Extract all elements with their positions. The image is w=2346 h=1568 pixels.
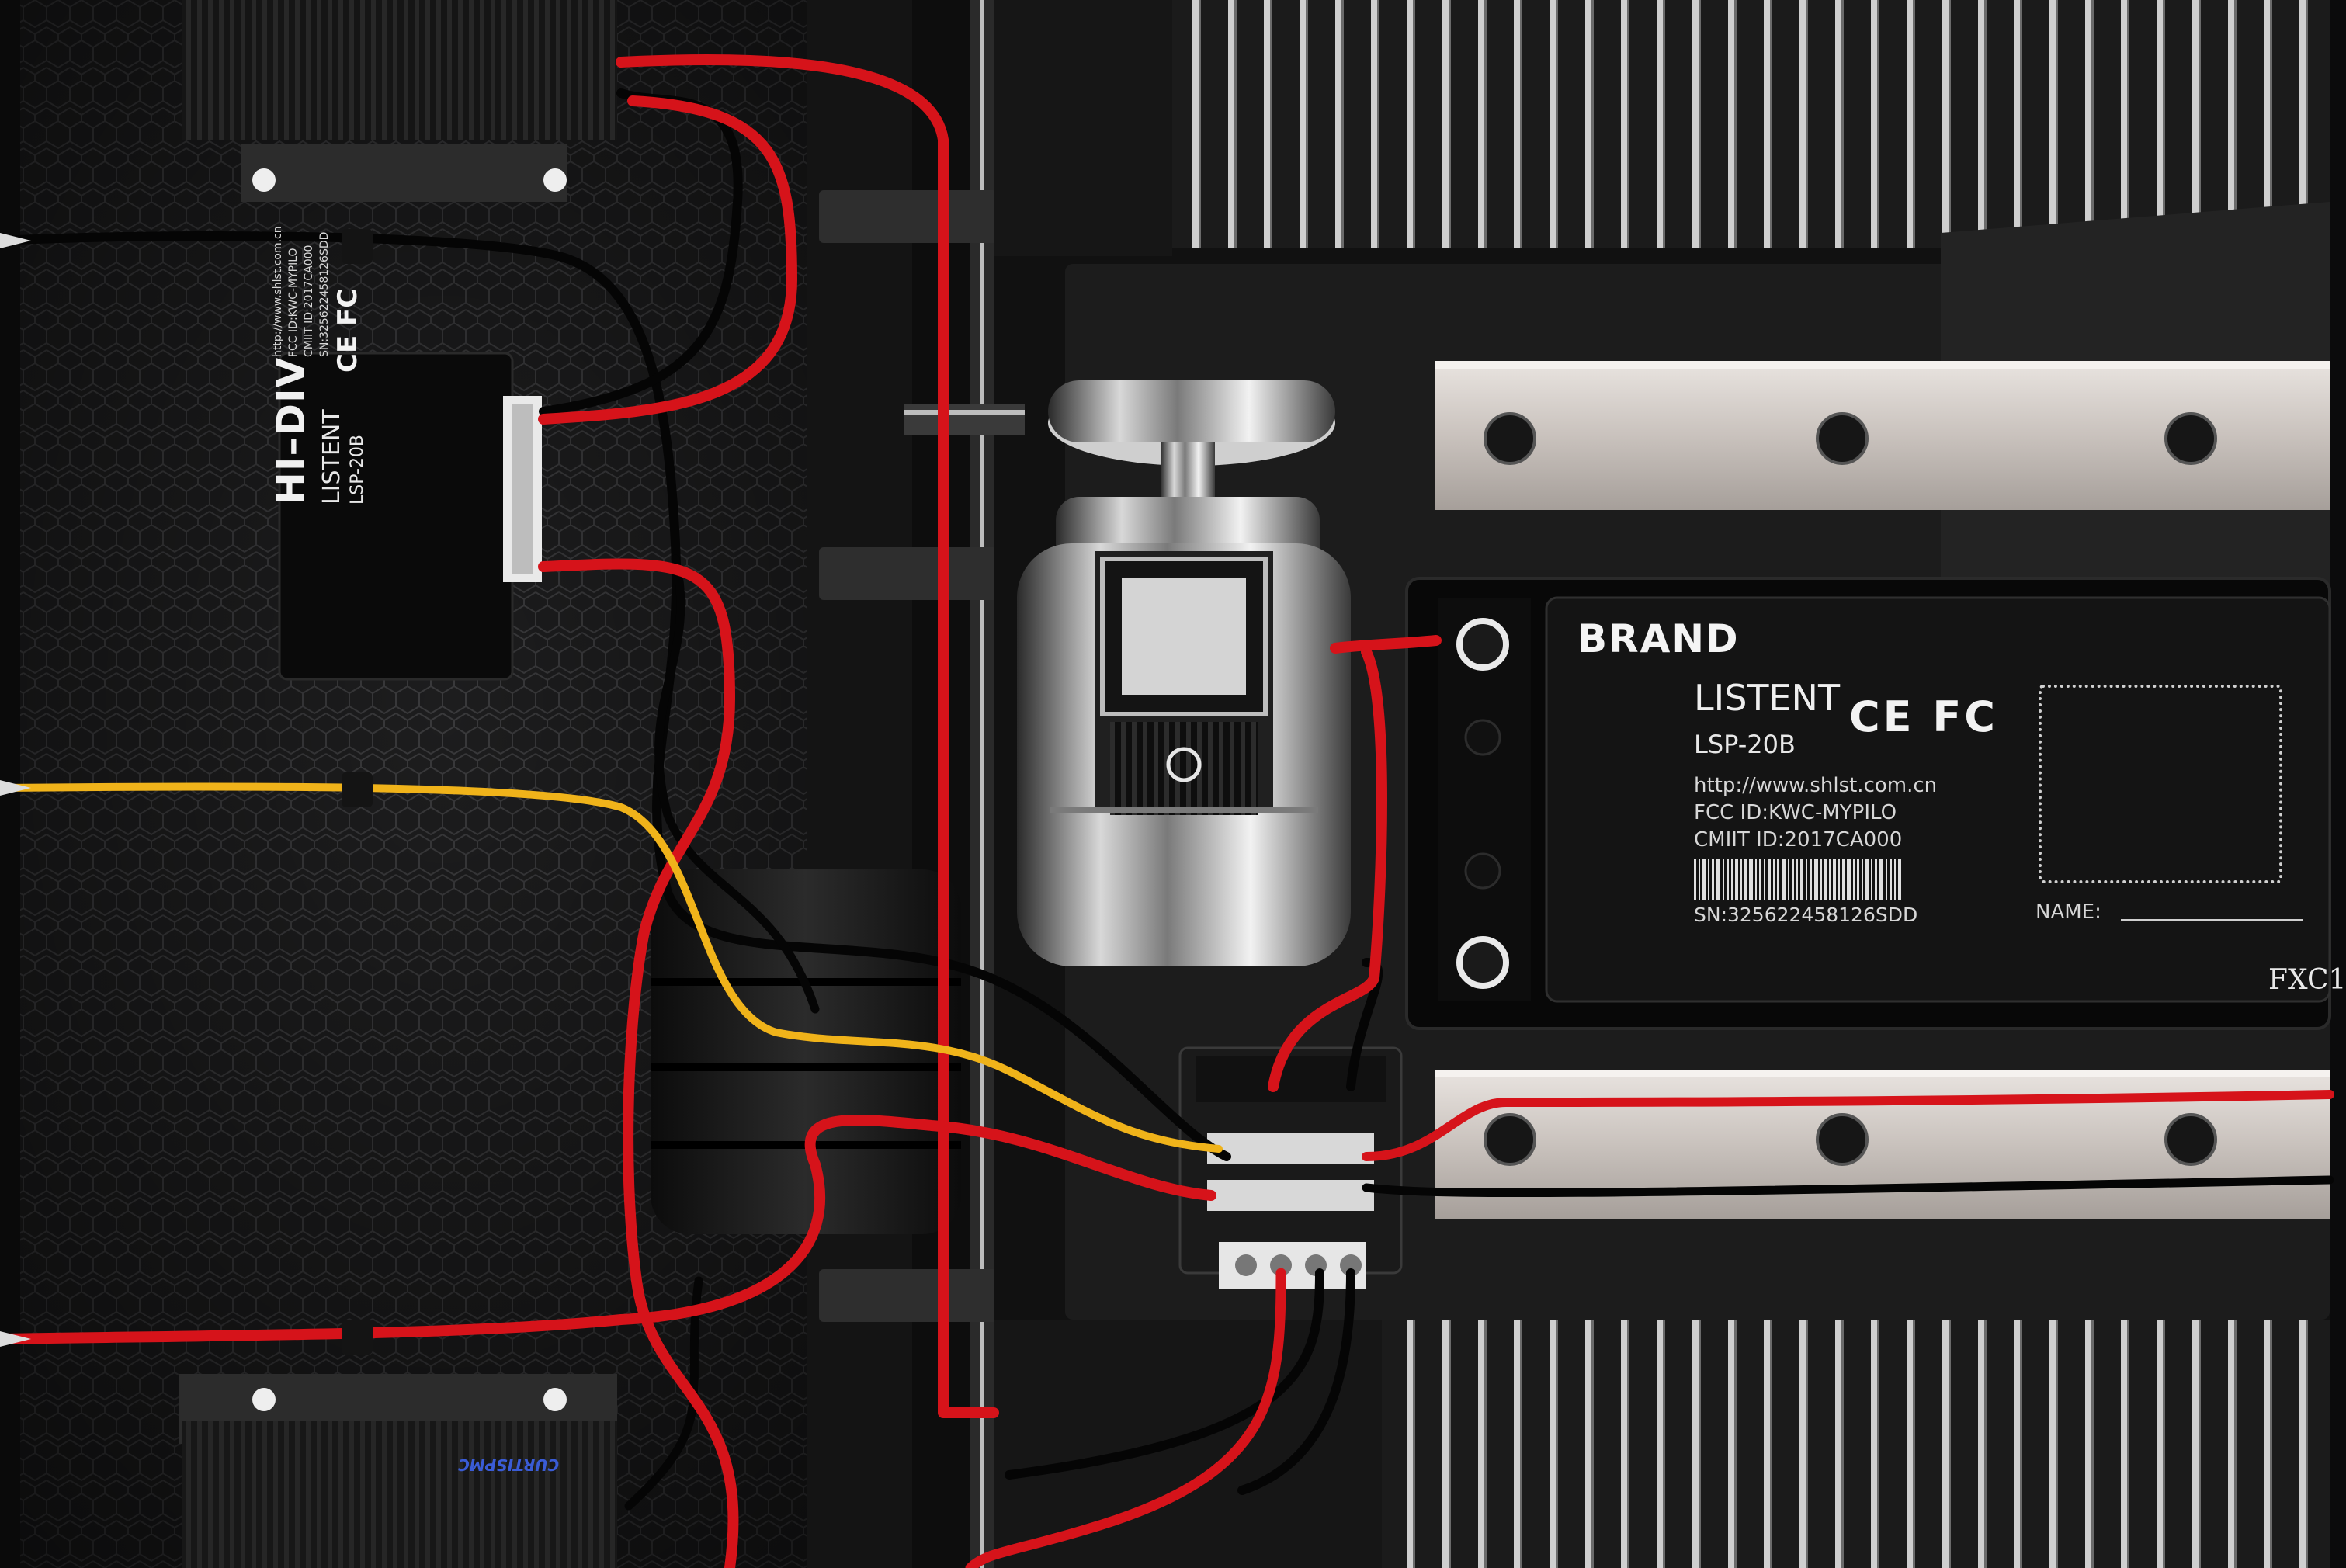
brand-name: BRAND (1577, 616, 1740, 661)
hi-div-label: HI–DIV LISTENT LSP-20B CE FC http://www.… (269, 226, 404, 505)
main-controller-box (1405, 577, 2331, 1030)
top-power-module (182, 0, 617, 202)
certification-marks: CE FC (1849, 692, 1998, 741)
module-submodel: LSP-20B (348, 434, 367, 505)
bottom-heatsink (994, 1320, 2330, 1568)
name-field-label: NAME: (2035, 900, 2101, 924)
label-code: FXC1 (2268, 964, 2346, 996)
bottom-power-module (179, 1374, 617, 1568)
module-url: http://www.shlst.com.cn (272, 226, 284, 357)
terminal-block (1178, 1046, 1403, 1289)
module-serial: SN:325622458126SDD (318, 231, 331, 357)
module-brand: HI–DIV (269, 356, 314, 505)
label-url: http://www.shlst.com.cn (1694, 774, 1938, 797)
module-certification-marks: CE FC (332, 288, 363, 373)
terminal-bottom (1456, 936, 1509, 989)
left-wire-ends (0, 233, 31, 1347)
module-cmiit-id: CMIIT ID:2017CA000 (303, 245, 315, 357)
model-name: LISTENT (1694, 677, 1841, 719)
motor (904, 380, 1351, 966)
controller-brand-label: CURTISPMC (458, 1455, 560, 1474)
module-model: LISTENT (318, 409, 345, 505)
label-fcc-id: FCC ID:KWC-MYPILO (1694, 801, 1897, 824)
name-field-line (2121, 919, 2303, 921)
module-fcc-id: FCC ID:KWC-MYPILO (287, 248, 300, 357)
hi-div-module (278, 352, 542, 681)
label-cmiit-id: CMIIT ID:2017CA000 (1694, 828, 1903, 852)
terminal-top (1456, 618, 1509, 671)
upper-rail (1435, 361, 2330, 510)
label-serial: SN:325622458126SDD (1694, 904, 1918, 926)
wiring (0, 54, 2334, 1568)
main-label: BRAND LISTENT LSP-20B CE FC http://www.s… (1546, 584, 2346, 1003)
top-heatsink (994, 0, 2330, 256)
submodel-name: LSP-20B (1694, 730, 1796, 759)
barcode (1694, 859, 1901, 900)
name-photo-box (2039, 685, 2282, 883)
